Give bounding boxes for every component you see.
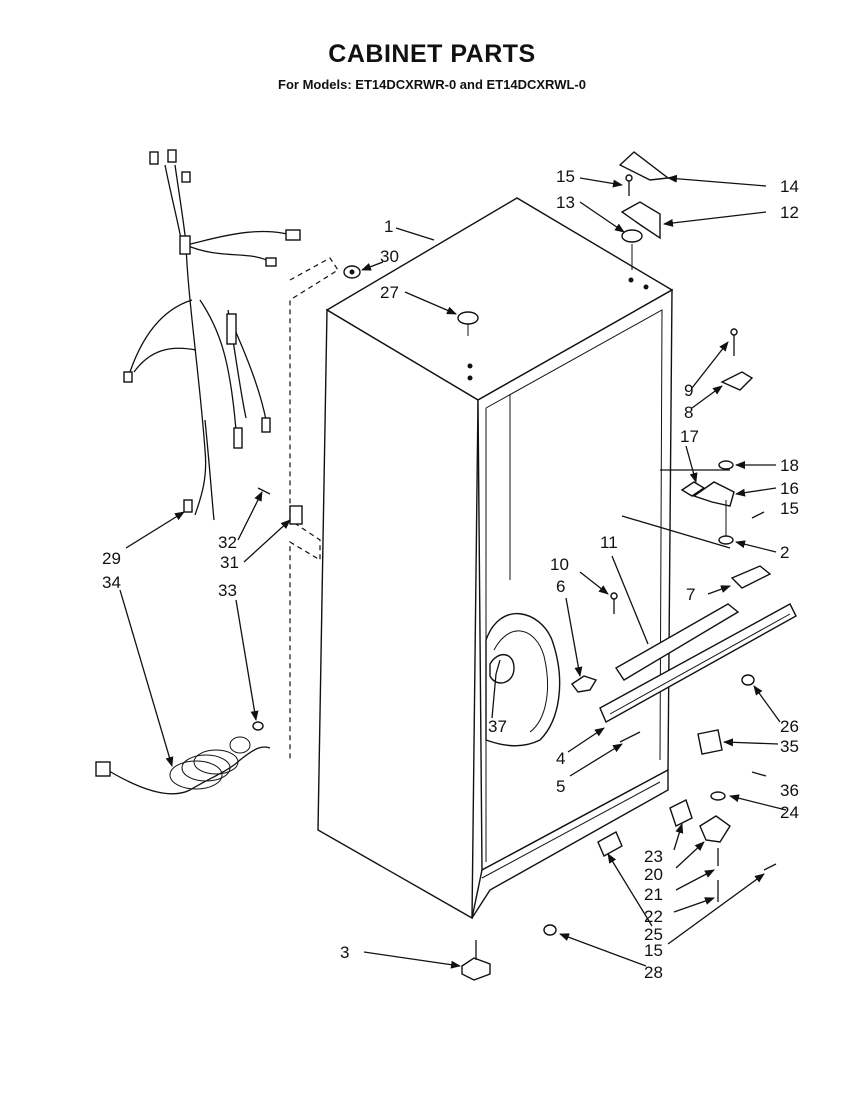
callout-11: 11 bbox=[600, 533, 618, 552]
part-18-washer bbox=[718, 460, 734, 470]
cabinet-outline bbox=[317, 197, 674, 920]
callout-34: 34 bbox=[102, 573, 121, 592]
part-37-terminal bbox=[489, 654, 515, 684]
callout-35: 35 bbox=[780, 737, 799, 756]
part-11-strip bbox=[615, 603, 740, 681]
callout-15-mid: 15 bbox=[780, 499, 799, 518]
callout-22: 22 bbox=[644, 907, 663, 926]
part-12-hinge bbox=[620, 201, 661, 240]
callout-6: 6 bbox=[556, 577, 565, 596]
callout-37: 37 bbox=[488, 717, 507, 736]
callout-33: 33 bbox=[218, 581, 237, 600]
part-31-bracket bbox=[289, 505, 303, 525]
callout-13: 13 bbox=[556, 193, 575, 212]
part-3-leveling-leg bbox=[461, 957, 491, 981]
callout-29: 29 bbox=[102, 549, 121, 568]
part-7-bracket bbox=[730, 565, 772, 589]
callout-10: 10 bbox=[550, 555, 569, 574]
power-cord bbox=[95, 736, 271, 795]
part-26-plug bbox=[741, 674, 755, 686]
part-6-clip bbox=[570, 675, 598, 693]
callout-24: 24 bbox=[780, 803, 799, 822]
callout-21: 21 bbox=[644, 885, 663, 904]
compressor-cover bbox=[485, 612, 561, 747]
part-16-center-hinge bbox=[692, 481, 735, 507]
callout-1: 1 bbox=[384, 217, 393, 236]
callout-9: 9 bbox=[684, 381, 693, 400]
part-23-plate bbox=[669, 799, 693, 827]
callout-25: 25 bbox=[644, 925, 663, 944]
callout-15-bottom: 15 bbox=[644, 941, 663, 960]
callout-23: 23 bbox=[644, 847, 663, 866]
model-subtitle: For Models: ET14DCXRWR-0 and ET14DCXRWL-… bbox=[278, 77, 586, 92]
part-35-bracket bbox=[697, 729, 723, 755]
part-20-bottom-hinge bbox=[699, 815, 731, 843]
callout-labels: 1 2 3 4 5 6 7 8 9 10 11 12 13 14 15 15 1… bbox=[102, 167, 799, 982]
callout-36: 36 bbox=[780, 781, 799, 800]
page-title: CABINET PARTS bbox=[328, 40, 536, 68]
part-25-plate bbox=[597, 831, 623, 857]
callout-30: 30 bbox=[380, 247, 399, 266]
part-27-plug bbox=[457, 311, 479, 325]
wiring-harness bbox=[123, 149, 301, 521]
part-17-shim bbox=[680, 481, 706, 497]
callout-2: 2 bbox=[780, 543, 789, 562]
callout-4: 4 bbox=[556, 749, 565, 768]
callout-14: 14 bbox=[780, 177, 799, 196]
callout-17: 17 bbox=[680, 427, 699, 446]
callout-32: 32 bbox=[218, 533, 237, 552]
callout-28: 28 bbox=[644, 963, 663, 982]
callout-8: 8 bbox=[684, 403, 693, 422]
part-24-washer bbox=[710, 791, 726, 801]
callout-7: 7 bbox=[686, 585, 695, 604]
part-8-bracket bbox=[720, 371, 754, 391]
callout-3: 3 bbox=[340, 943, 349, 962]
callout-20: 20 bbox=[644, 865, 663, 884]
leader-lines bbox=[119, 174, 787, 969]
callout-18: 18 bbox=[780, 456, 799, 475]
part-33-clamp bbox=[252, 721, 264, 731]
callout-15-top: 15 bbox=[556, 167, 575, 186]
callout-31: 31 bbox=[220, 553, 239, 572]
callout-5: 5 bbox=[556, 777, 565, 796]
callout-16: 16 bbox=[780, 479, 799, 498]
callout-27: 27 bbox=[380, 283, 399, 302]
part-2-washer bbox=[718, 535, 734, 545]
part-28-plug bbox=[543, 924, 557, 936]
callout-12: 12 bbox=[780, 203, 799, 222]
callout-26: 26 bbox=[780, 717, 799, 736]
part-13-spacer bbox=[621, 229, 643, 243]
